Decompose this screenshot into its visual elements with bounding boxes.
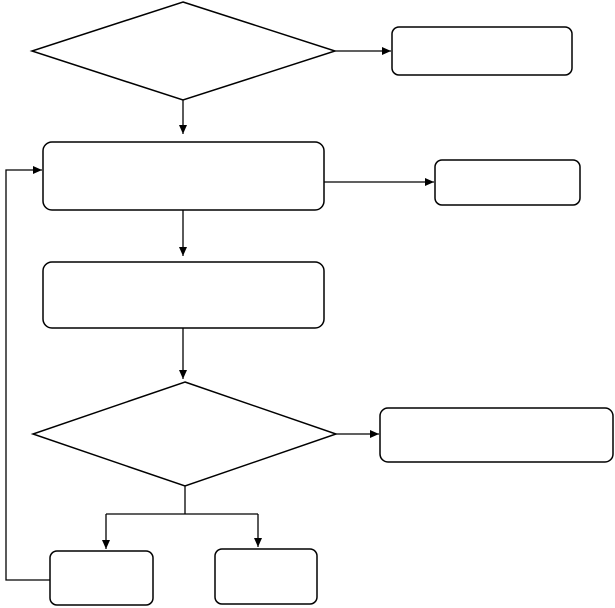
process-box-1 (42, 141, 325, 211)
process-box-2 (42, 261, 325, 329)
decision-bottom (30, 381, 339, 487)
box-bottom-center (214, 548, 318, 605)
arrow-loop-back-to-process-1 (5, 166, 50, 581)
box-bottom-left (49, 550, 154, 606)
box-bottom-right (379, 407, 614, 463)
box-mid-right (434, 159, 581, 206)
decision-top (29, 1, 338, 101)
box-top-right (391, 26, 573, 76)
